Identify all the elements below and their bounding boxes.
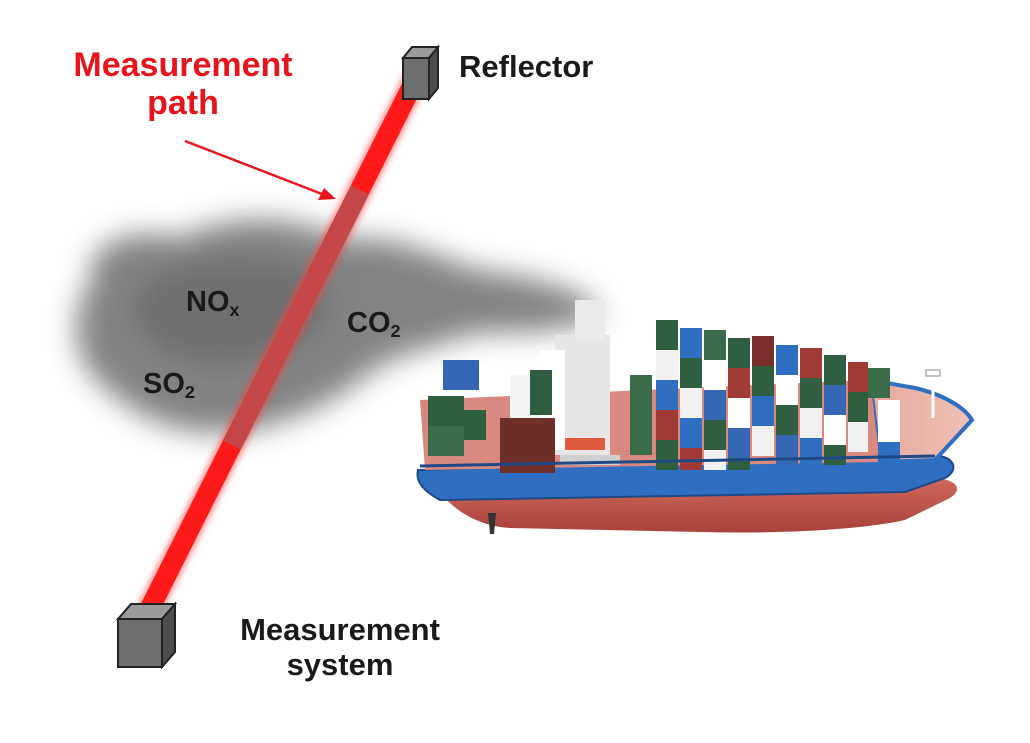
gas-nox-subscript: x (229, 300, 240, 321)
gas-label-nox: NOx (186, 286, 240, 321)
reflector-label: Reflector (459, 49, 594, 84)
gas-label-so2: SO2 (143, 368, 195, 403)
gas-so2-subscript: 2 (184, 382, 195, 403)
gas-nox-main: NO (186, 286, 230, 318)
measurement-path-arrow (184, 139, 336, 200)
gas-label-co2: CO2 (347, 307, 401, 342)
measurement-system-cube-icon (115, 601, 178, 670)
measurement-path-label-line1: Measurement (73, 46, 293, 84)
stern-container-stack (428, 360, 486, 456)
measurement-system-label-line1: Measurement (240, 612, 440, 647)
gas-co2-subscript: 2 (390, 321, 401, 342)
gas-so2-main: SO (143, 368, 185, 400)
measurement-system-label-line2: system (286, 646, 394, 682)
container-cargo-stacks (500, 320, 900, 473)
reflector-cube-icon (400, 44, 441, 102)
measurement-beam (135, 67, 428, 625)
measurement-path-label: Measurement path (68, 46, 298, 122)
measurement-path-label-line2: path (147, 84, 219, 123)
gas-co2-main: CO (347, 307, 391, 339)
container-ship-illustration (416, 300, 975, 534)
measurement-system-label: Measurement system (220, 612, 460, 682)
